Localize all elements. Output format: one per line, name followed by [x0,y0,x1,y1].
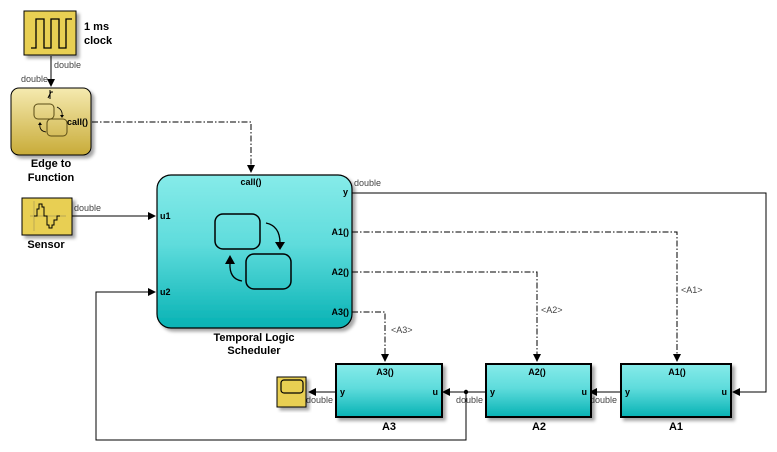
signal-label-a2-call: <A2> [541,305,563,315]
wire-a1-call[interactable] [352,231,681,362]
edge-output-port-call: call() [67,117,88,127]
clock-label-line2: clock [84,35,113,47]
wire-edge-call-to-scheduler[interactable] [92,121,255,173]
signal-waveform-icon [30,201,66,231]
pulse-generator-icon [31,18,72,49]
signal-label-a1-out: double [590,395,617,405]
scheduler-input-u1: u1 [160,211,171,221]
signal-label-clock: double [54,60,81,70]
edge-label-line1: Edge to [31,158,72,170]
edge-label-line2: Function [28,172,75,184]
wire-a3-call[interactable] [352,311,389,362]
scope-display-icon [280,379,304,394]
wires [47,56,767,441]
stateflow-chart-icon [214,213,292,290]
scheduler-label-line1: Temporal Logic [213,332,294,344]
scope-block[interactable] [276,376,307,408]
wire-scheduler-y-to-a1[interactable] [352,192,767,396]
signal-labels: double double double double double doubl… [21,60,703,405]
rising-edge-trigger-icon [47,90,53,99]
sensor-label: Sensor [27,239,65,251]
a1-label: A1 [669,421,683,433]
signal-label-a3-out: double [306,395,333,405]
a3-input-u: u [433,387,439,397]
signal-label-a2-out: double [456,395,483,405]
a1-block[interactable]: A1() y u A1 [620,363,732,433]
a3-output-y: y [340,387,345,397]
clock-label-line1: 1 ms [84,21,109,33]
a3-trigger-port: A3() [376,367,394,377]
a1-input-u: u [722,387,728,397]
wire-a2-call[interactable] [352,271,541,362]
signal-label-edge-in: double [21,74,48,84]
stateflow-chart-icon [33,103,68,137]
scheduler-trigger-port: call() [240,177,261,187]
wire-feedback-to-u2[interactable] [95,288,467,441]
a1-trigger-port: A1() [668,367,686,377]
scheduler-block[interactable]: call() u1 u2 y A1() A2() A3() Temporal L… [156,174,353,357]
signal-label-a1-call: <A1> [681,285,703,295]
a1-output-y: y [625,387,630,397]
signal-label-sensor: double [74,203,101,213]
signal-label-scheduler-y: double [354,178,381,188]
scheduler-output-y: y [343,187,348,197]
sensor-block[interactable]: Sensor [21,197,73,251]
a3-block[interactable]: A3() y u A3 [335,363,443,433]
a2-label: A2 [532,421,546,433]
a2-trigger-port: A2() [528,367,546,377]
edge-to-function-block[interactable]: call() Edge to Function [10,87,92,184]
scheduler-input-u2: u2 [160,287,171,297]
a3-label: A3 [382,421,396,433]
scheduler-output-a3: A3() [332,307,350,317]
scheduler-label-line2: Scheduler [227,345,281,357]
scheduler-output-a1: A1() [332,227,350,237]
scheduler-output-a2: A2() [332,267,350,277]
a2-block[interactable]: A2() y u A2 [485,363,592,433]
a2-input-u: u [582,387,588,397]
signal-label-a3-call: <A3> [391,325,413,335]
clock-block[interactable]: 1 ms clock [23,10,113,56]
a2-output-y: y [490,387,495,397]
